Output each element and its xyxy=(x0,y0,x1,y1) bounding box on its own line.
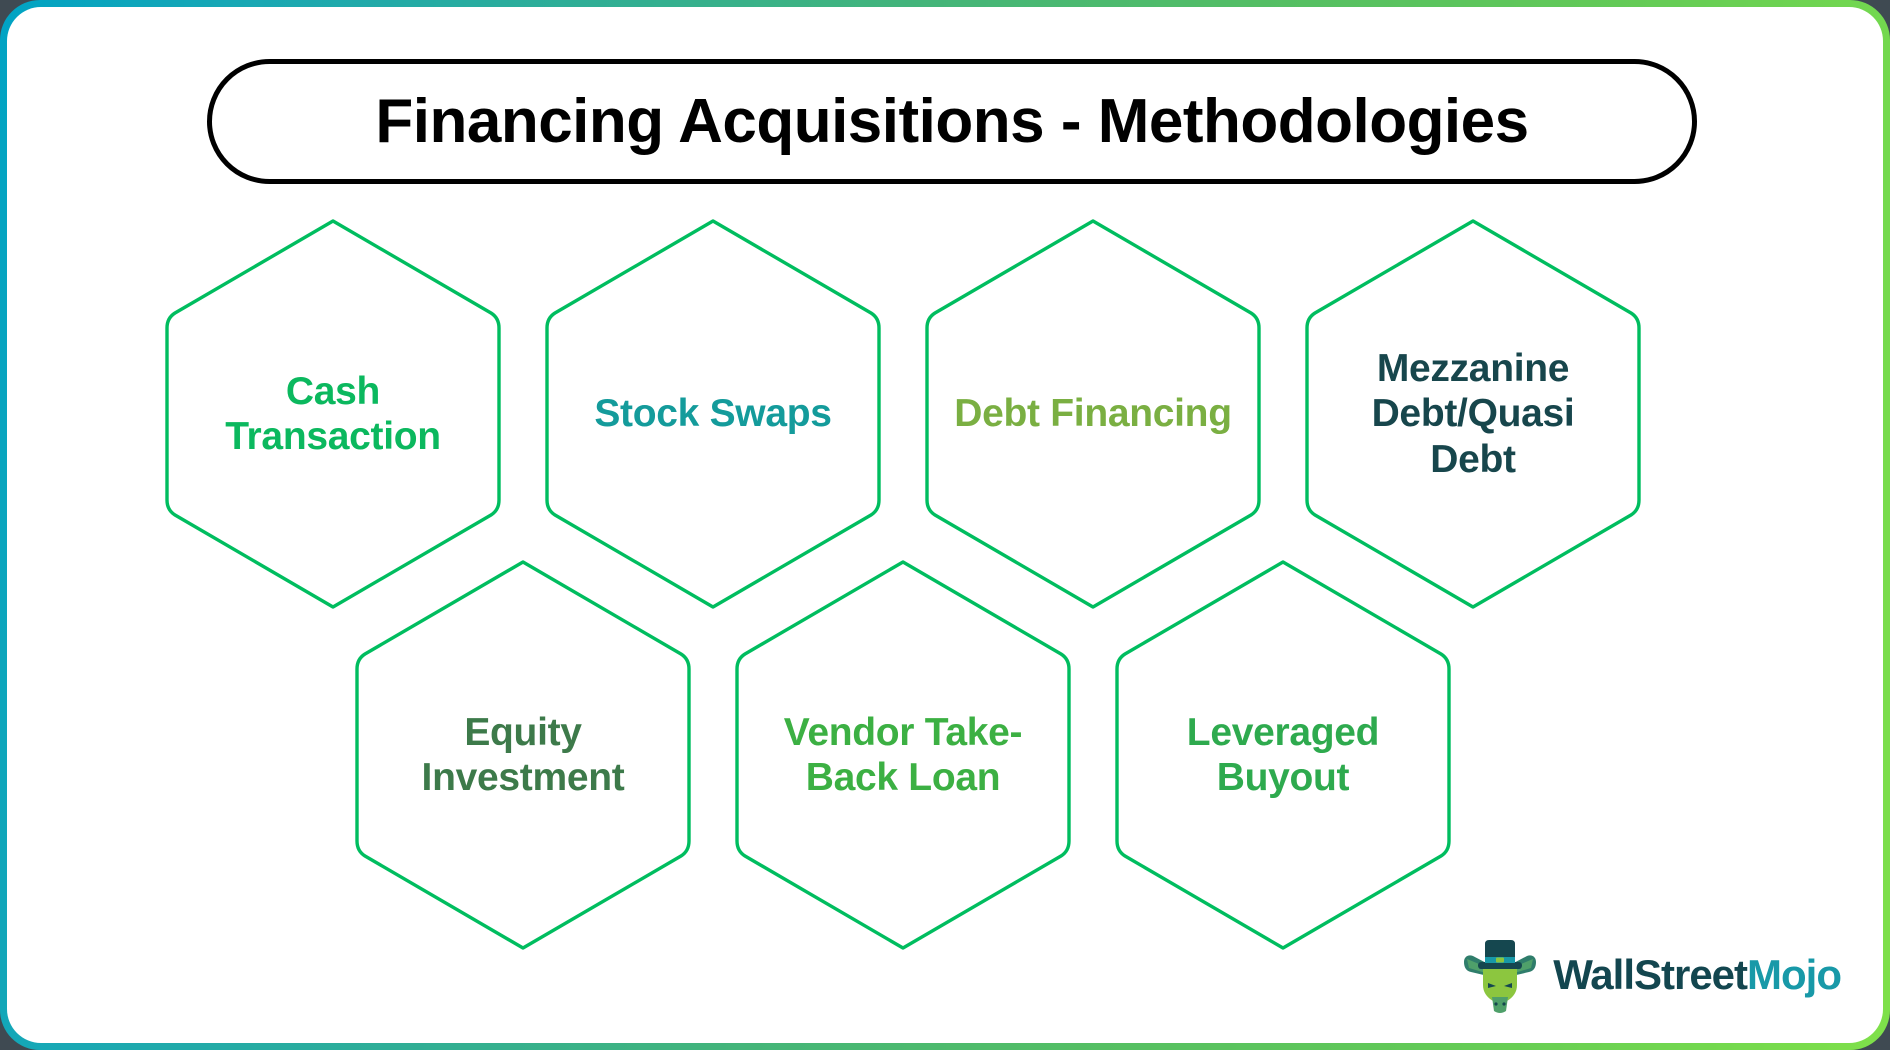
hexagon-outline-icon xyxy=(1305,219,1641,609)
hexagon-outline-icon xyxy=(545,219,881,609)
hexagon-grid: Cash Transaction Stock Swaps Debt Financ… xyxy=(7,197,1883,950)
hexagon-outline-icon xyxy=(925,219,1261,609)
hexagon-outline-icon xyxy=(1115,560,1451,950)
logo-word-secondary: Mojo xyxy=(1747,951,1842,998)
hexagon-label: Equity Investment xyxy=(421,710,625,799)
hexagon-leveraged-buyout[interactable]: Leveraged Buyout xyxy=(1107,552,1459,958)
hexagon-label: Debt Financing xyxy=(954,392,1232,436)
hexagon-label: Vendor Take-Back Loan xyxy=(783,710,1023,799)
hexagon-vendor-take-back-loan[interactable]: Vendor Take-Back Loan xyxy=(727,552,1079,958)
wallstreetmojo-logo[interactable]: WallStreetMojo xyxy=(1461,935,1842,1015)
hexagon-outline-icon xyxy=(735,560,1071,950)
hexagon-stock-swaps[interactable]: Stock Swaps xyxy=(537,211,889,617)
hexagon-label: Mezzanine Debt/Quasi Debt xyxy=(1371,347,1575,481)
hexagon-label: Cash Transaction xyxy=(225,369,441,458)
hexagon-debt-financing[interactable]: Debt Financing xyxy=(917,211,1269,617)
logo-wordmark: WallStreetMojo xyxy=(1553,951,1842,998)
hexagon-outline-icon xyxy=(165,219,501,609)
logo-word-primary: WallStreet xyxy=(1553,951,1748,998)
title-pill: Financing Acquisitions - Methodologies xyxy=(207,59,1697,184)
hexagon-label: Leveraged Buyout xyxy=(1186,710,1380,799)
hexagon-label: Stock Swaps xyxy=(594,392,832,436)
content-area: Financing Acquisitions - Methodologies C… xyxy=(7,7,1883,1043)
bull-with-top-hat-icon xyxy=(1464,940,1537,1013)
page-title: Financing Acquisitions - Methodologies xyxy=(375,86,1529,156)
hexagon-outline-icon xyxy=(355,560,691,950)
hexagon-cash-transaction[interactable]: Cash Transaction xyxy=(157,211,509,617)
hexagon-equity-investment[interactable]: Equity Investment xyxy=(347,552,699,958)
hexagon-mezzanine-debt[interactable]: Mezzanine Debt/Quasi Debt xyxy=(1297,211,1649,617)
